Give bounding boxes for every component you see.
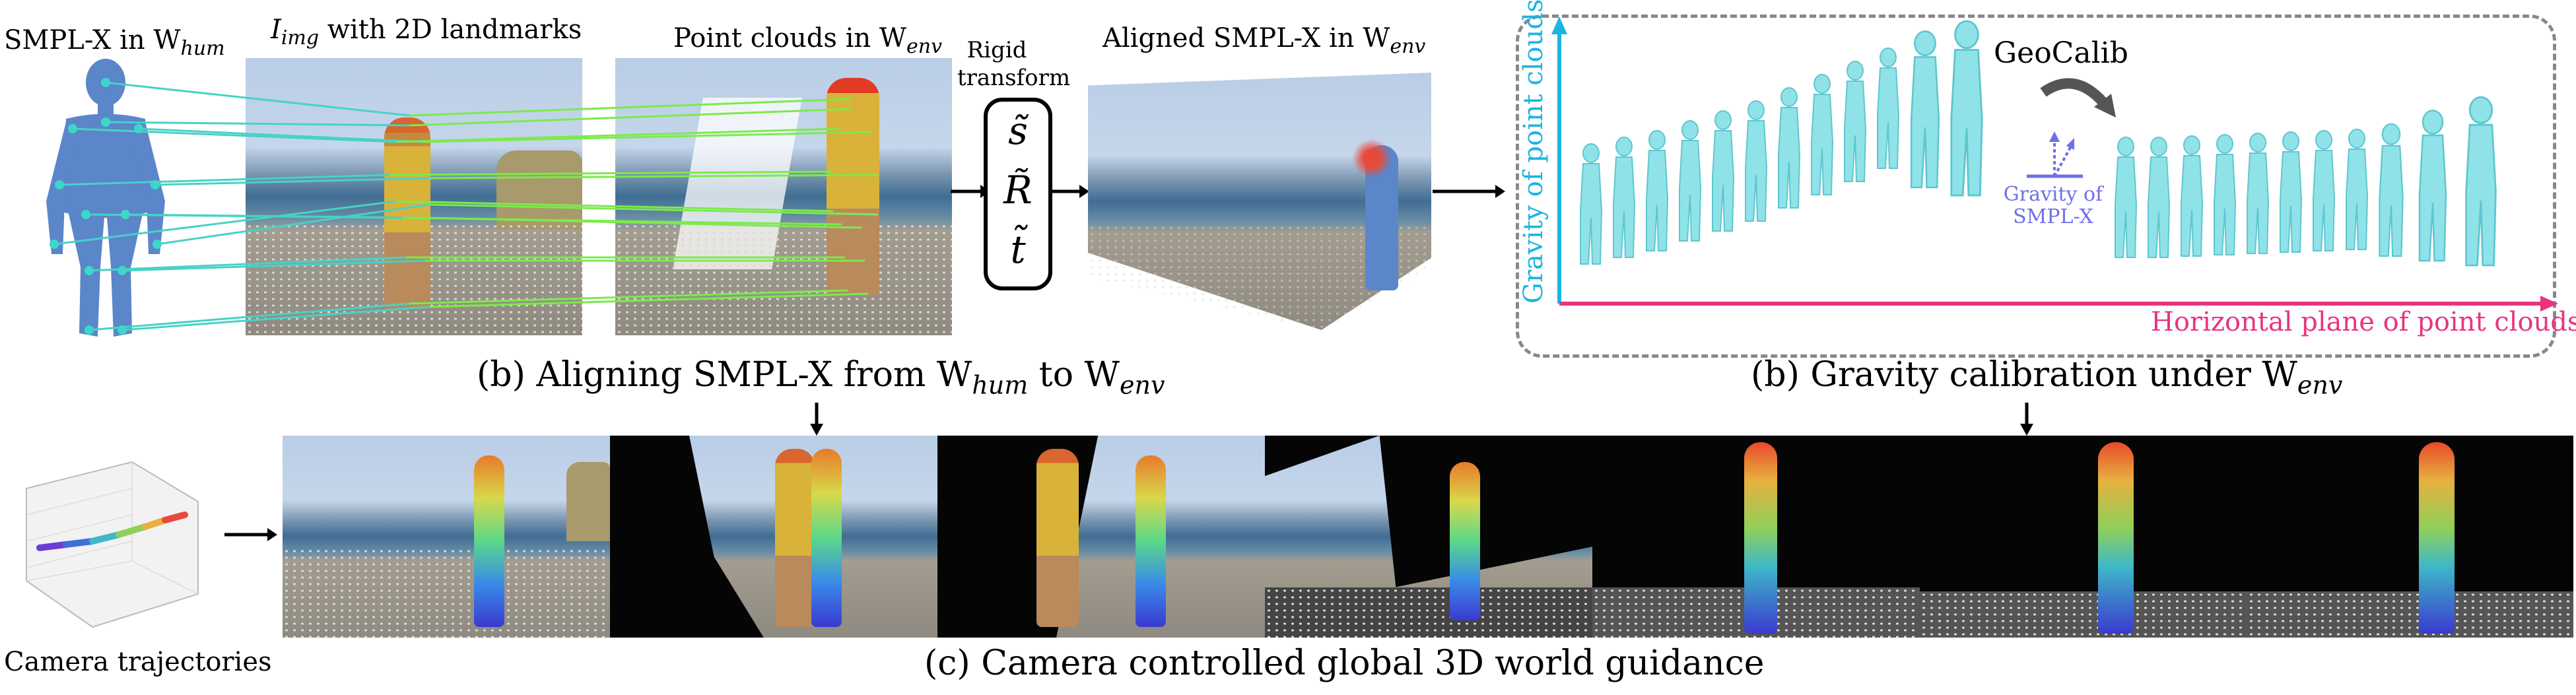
translation-symbol: t̃: [1010, 227, 1026, 272]
frame-5-render: [1592, 436, 1920, 638]
frame-2-mixed: [610, 436, 937, 638]
arrow-to-frames: [224, 528, 277, 541]
landmark-correspondence-lines: [53, 81, 879, 331]
frame-3-girl: [1036, 449, 1079, 627]
transform-word: transform: [957, 65, 1071, 91]
frame-2-girl: [775, 449, 815, 627]
smplx-gravity-indicator: [2027, 131, 2083, 178]
frame-7-body: [2419, 442, 2455, 634]
smplx-gravity-label: Gravity of SMPL-X: [2000, 183, 2106, 228]
down-arrow-left: [810, 403, 823, 436]
frame-7-render: [2247, 436, 2573, 638]
frame-6-ground: [1920, 591, 2247, 638]
gravity-y-axis-label: Gravity of point clouds: [1518, 0, 1549, 304]
smplx-gravity-line1: Gravity of: [2003, 183, 2103, 206]
caption-guidance: (c) Camera controlled global 3D world gu…: [924, 644, 1765, 683]
horizontal-plane-label: Horizontal plane of point clouds: [2151, 307, 2576, 337]
frame-1-ground: [283, 548, 610, 638]
frame-5-body: [1744, 442, 1777, 634]
frame-6-body: [2098, 442, 2134, 634]
frame-4-render: [1265, 436, 1592, 638]
geocalib-label: GeoCalib: [1994, 36, 2128, 70]
smplx-body-figure: [46, 59, 165, 337]
smplx-gravity-line2: SMPL-X: [2013, 205, 2093, 228]
uncalibrated-body-sequence: [1580, 20, 1983, 265]
camera-trajectory-plot: [26, 461, 199, 628]
girl-cloud-figure: [827, 78, 879, 296]
pebble-cloud: [615, 223, 952, 335]
frame-1-real: [283, 436, 610, 638]
caption-gravity: (b) Gravity calibration under Wenv: [1751, 355, 2343, 400]
point-cloud-panel: [615, 58, 952, 335]
image-landmarks-label: Iimg with 2D landmarks: [271, 15, 582, 50]
rock-outcrop: [496, 150, 582, 230]
frame-6-render: [1920, 436, 2247, 638]
camera-trajectories-label: Camera trajectories: [4, 647, 272, 677]
frame-3-mixed: [937, 436, 1265, 638]
point-clouds-label: Point clouds in Wenv: [673, 23, 943, 58]
girl-figure: [384, 117, 430, 309]
frame-3-body: [1135, 455, 1166, 627]
down-arrow-right: [2020, 403, 2033, 436]
gravity-calibration-panel: [1516, 15, 2556, 358]
frame-7-ground: [2247, 591, 2573, 638]
geocalib-curved-arrow: [2040, 78, 2116, 117]
aligned-smplx-panel: [1088, 73, 1431, 330]
caption-aligning: (b) Aligning SMPL-X from Whum to Wenv: [477, 355, 1165, 400]
rotation-symbol: R̃: [1003, 168, 1033, 213]
arrow-from-transform: [1050, 185, 1089, 198]
aligned-red-cloud: [1352, 139, 1392, 178]
frame-1-body: [474, 455, 504, 627]
scale-symbol: s̃: [1008, 108, 1028, 153]
frame-2-body: [811, 449, 842, 627]
rigid-transform-box: s̃ R̃ t̃: [984, 98, 1052, 290]
gravity-axes: [1551, 17, 2558, 312]
smplx-hum-label: SMPL-X in Whum: [4, 25, 225, 60]
aligned-smplx-label: Aligned SMPL-X in Wenv: [1102, 23, 1426, 58]
frame-4-ground: [1265, 587, 1592, 638]
calibrated-body-sequence: [2115, 96, 2497, 267]
frame-4-body: [1450, 462, 1480, 620]
arrow-to-gravity: [1433, 185, 1505, 198]
rigid-word: Rigid: [966, 37, 1027, 63]
frame-1-rock: [566, 462, 610, 541]
rigid-transform-label: Rigid transform: [957, 36, 1071, 92]
